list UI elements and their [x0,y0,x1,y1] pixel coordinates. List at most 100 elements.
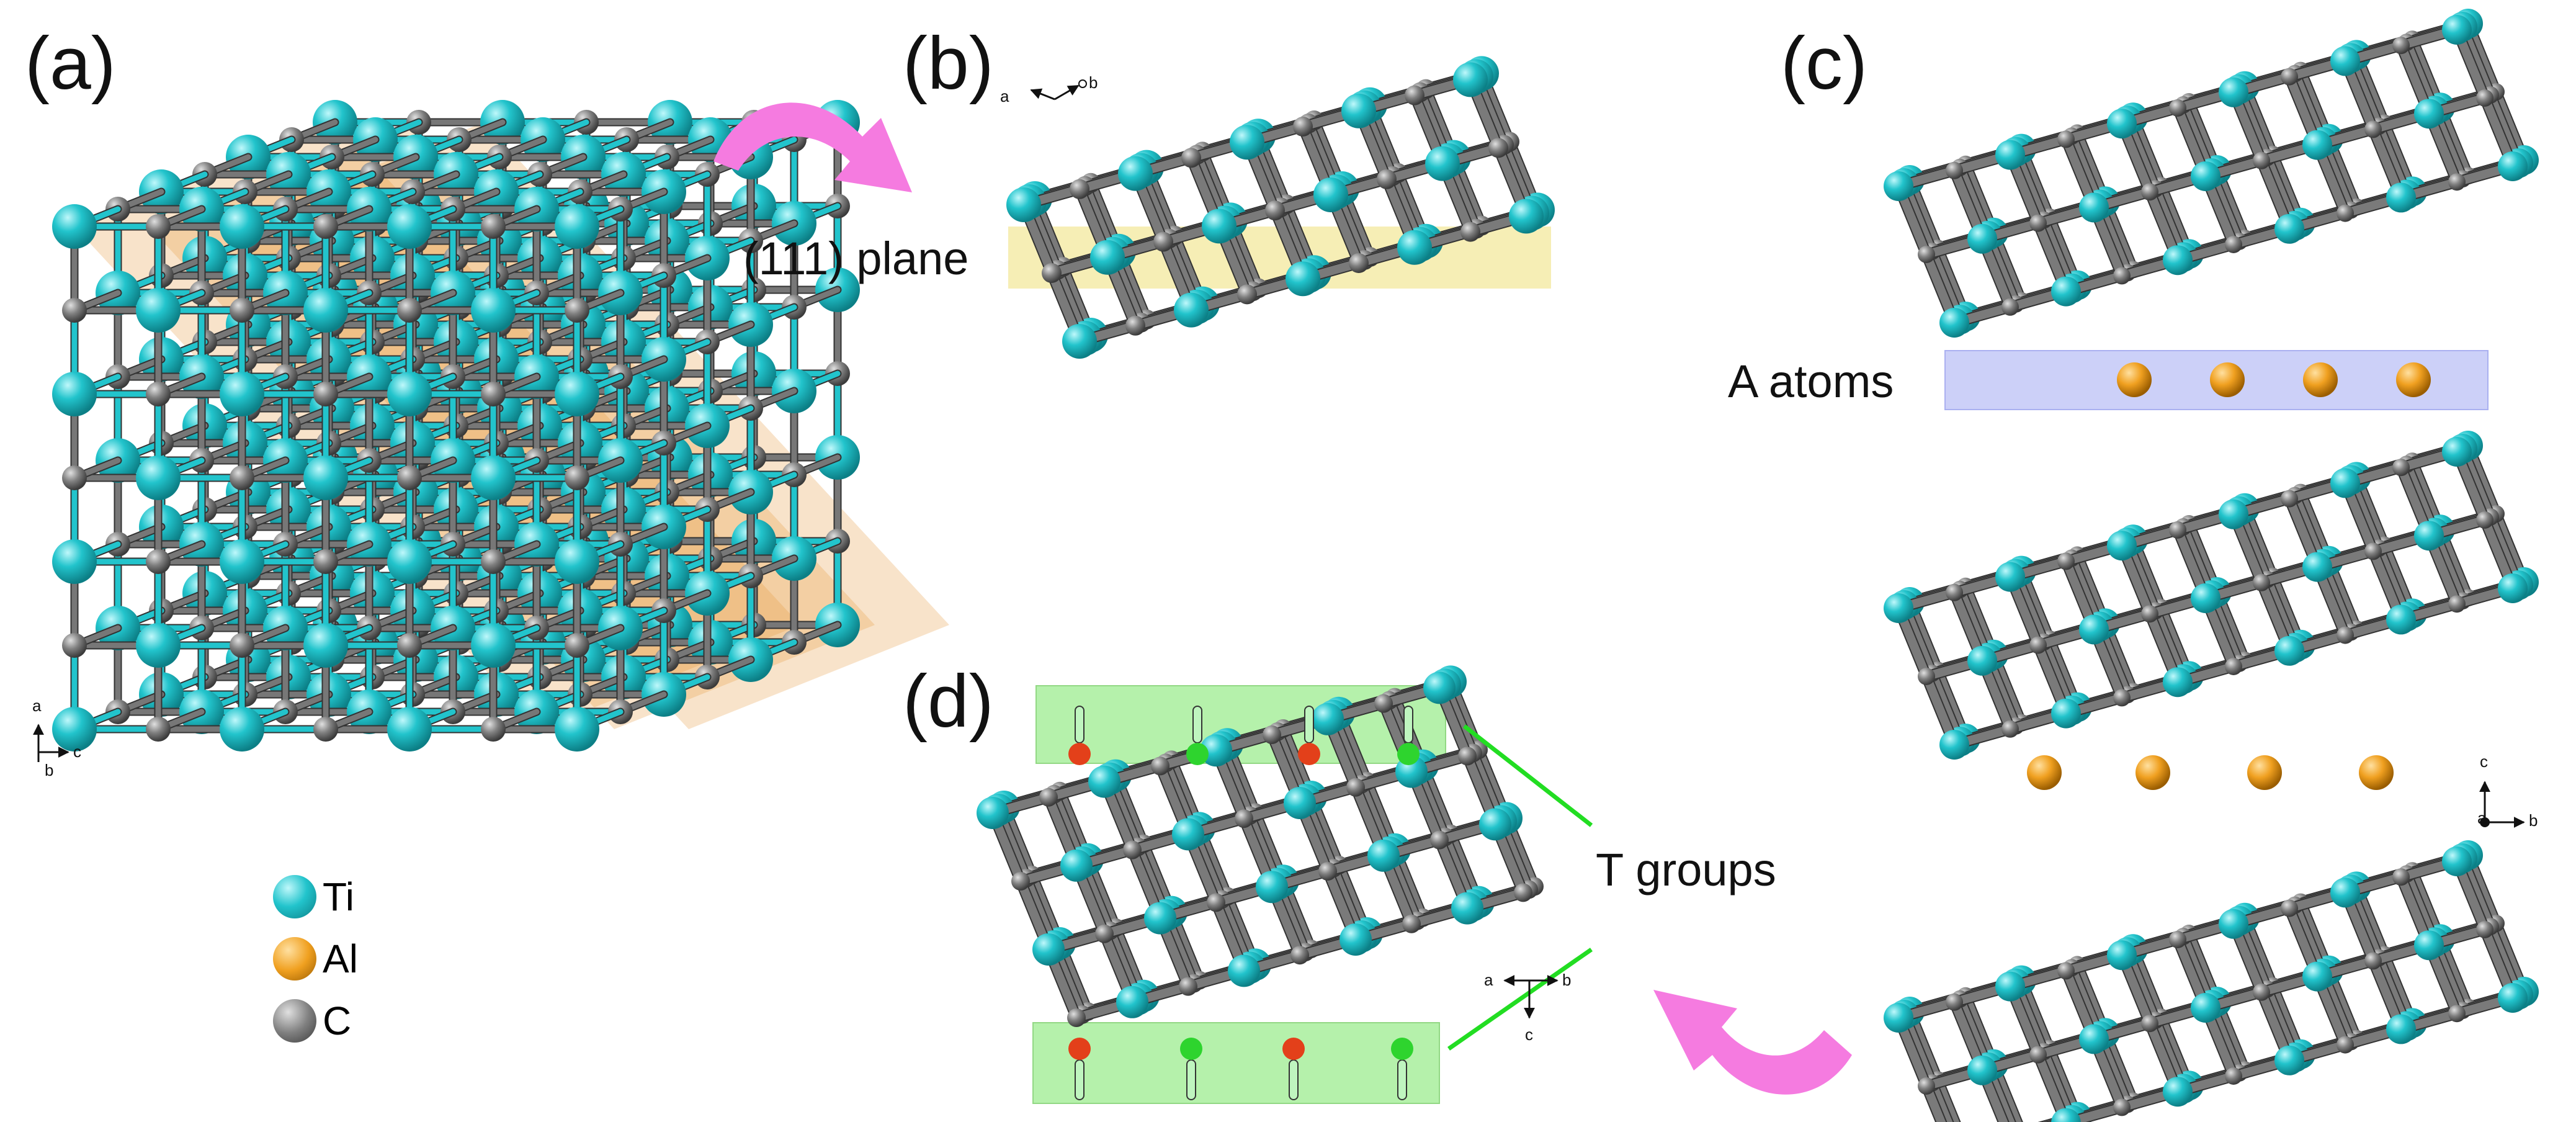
c-atom [1070,179,1089,199]
arrow-c-to-d [1653,990,1852,1095]
ti-atom [2051,698,2081,729]
c-atom [2253,151,2270,169]
ti-atom [1995,971,2025,1002]
ti-atom [2107,531,2137,561]
c-atom [2029,214,2047,232]
c-atom [230,465,254,490]
c-atom [2057,962,2075,980]
ti-atom [2079,614,2109,645]
ti-atom [2330,877,2360,908]
al-atom [2247,755,2282,790]
ti-atom [1062,324,1097,359]
t-groups-line-bottom [1447,948,1593,1051]
c-atom [2029,636,2047,654]
t-group-atom [1397,743,1420,765]
ti-atom [2191,161,2220,191]
ti-atom [2414,930,2444,961]
ti-atom [1313,177,1348,212]
c-atom [1265,200,1285,221]
ti-atom [1884,1003,1913,1033]
ti-atom [1967,1055,1997,1085]
axis-b-left-label: a [1000,87,1009,105]
c-atom [1514,883,1532,902]
ti-atom [1341,93,1376,128]
c-atom [146,382,171,406]
c-atom [397,633,422,658]
c-atom [2169,99,2186,117]
c-atom [2141,605,2158,623]
ti-ball-icon [273,875,316,918]
c-atom [62,465,87,490]
ti-atom [2302,552,2332,582]
ti-atom [2079,1024,2109,1054]
ti-atom [2414,521,2444,551]
c-atom [313,214,338,239]
c-atom [481,382,506,406]
ti-atom [2302,961,2332,992]
c-atom [1293,117,1313,137]
ti-atom [220,204,264,249]
t-group-atom [1068,743,1091,765]
ti-atom [2330,46,2360,76]
c-atom [2364,542,2382,560]
ti-atom [1312,702,1344,735]
axis-triad-d [1503,975,1559,1019]
ti-atom [555,539,599,584]
ti-atom [2163,667,2193,698]
c-atom [2476,511,2493,529]
ti-atom [1202,209,1237,244]
legend-item-ti: Ti [273,875,354,918]
ti-atom [2274,213,2304,244]
c-atom [313,717,338,742]
ti-atom [2498,151,2528,181]
c-atom [62,633,87,658]
ti-atom [2498,573,2528,603]
ti-atom [2274,1045,2304,1075]
ti-atom [977,797,1009,829]
ti-atom [1118,156,1153,191]
ti-atom [1286,261,1320,297]
ti-atom [2442,15,2472,45]
c-atom [1918,1077,1935,1095]
ti-atom [2107,109,2137,139]
ti-atom [303,456,348,500]
ti-atom [52,539,97,584]
ti-atom [1939,308,1969,338]
panel-d-terminated-slab [977,665,1544,1104]
panel-a-cubic-lattice [52,100,949,752]
ti-atom [387,539,432,584]
ti-atom [2302,130,2332,160]
ti-atom [2051,276,2081,307]
ti-atom [136,456,181,500]
c-atom [146,214,171,239]
c-atom [2281,68,2298,86]
c-atom [2337,1036,2354,1054]
ti-atom [2163,1077,2193,1107]
c-atom [1946,161,1963,179]
ti-atom [2274,635,2304,666]
ti-atom [1006,187,1041,222]
c-atom [2253,983,2270,1001]
c-atom [2476,921,2493,938]
c-atom [1405,85,1424,105]
c-atom [2448,1005,2466,1023]
axis-c-right-label: b [2529,811,2538,830]
c-ball-icon [273,999,316,1043]
c-atom [2057,130,2075,148]
c-atom [565,465,589,490]
c-atom [481,214,506,239]
c-atom [2253,573,2270,591]
c-atom [1039,788,1058,807]
c-atom [2364,120,2382,138]
ti-atom [387,372,432,416]
ti-atom [1116,985,1148,1018]
t-groups-bottom-box [1032,1022,1440,1104]
ti-atom [303,288,348,333]
ti-atom [1090,240,1125,275]
ti-atom [1423,671,1456,704]
ti-atom [1453,62,1488,97]
c-atom [2225,658,2242,675]
c-atom [1430,830,1449,850]
ti-atom [136,288,181,333]
t-group-atom [1298,743,1320,765]
